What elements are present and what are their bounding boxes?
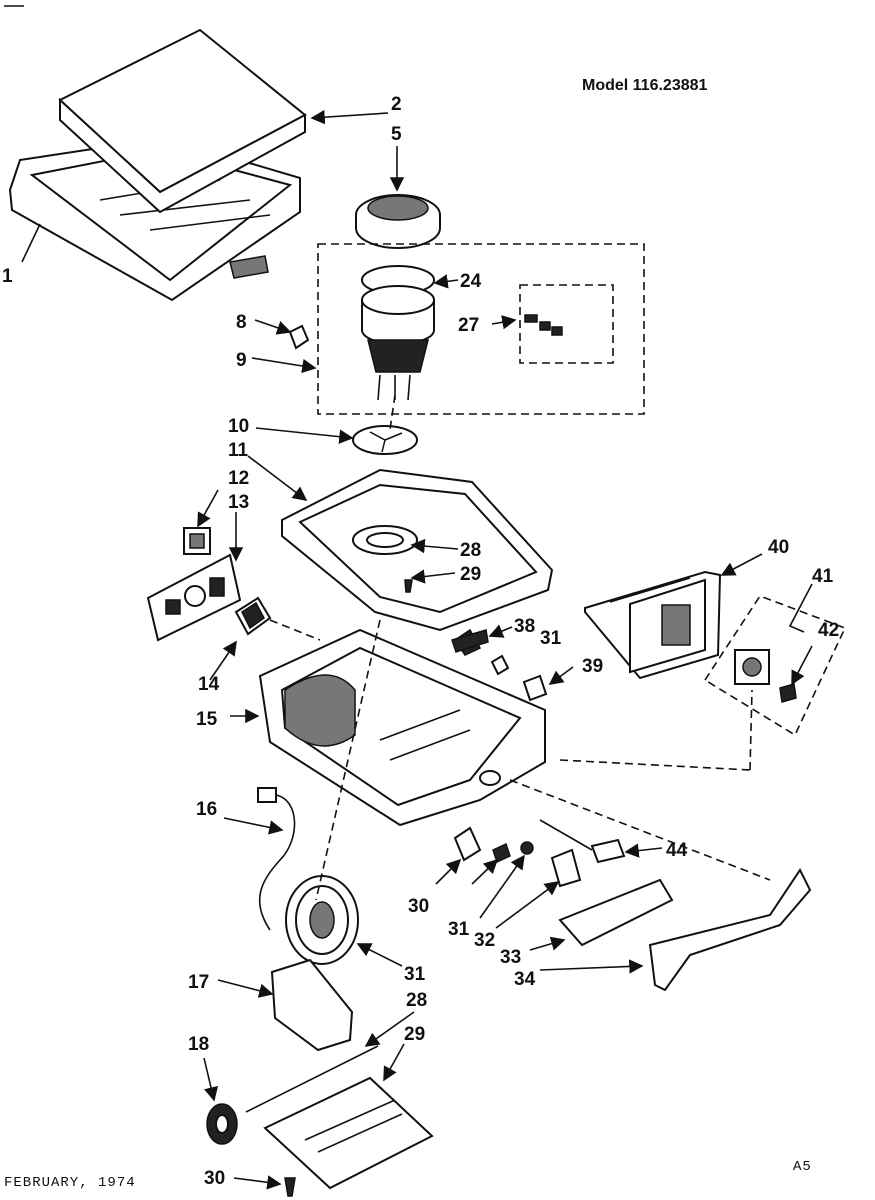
label-40: 41 — [812, 566, 834, 587]
cord-reel-part-27 — [285, 875, 359, 965]
label-16: 16 — [196, 799, 217, 820]
label-32: 32 — [474, 930, 495, 951]
label-24: 30 — [408, 896, 429, 917]
nut-part-31-lower — [520, 841, 534, 855]
clip-part-32 — [550, 848, 582, 888]
bracket-part-17 — [270, 958, 354, 1052]
label-1: 1 — [2, 266, 13, 287]
label-19: 24 — [460, 271, 482, 292]
label-42: 44 — [666, 840, 688, 861]
label-5: 5 — [391, 124, 402, 145]
page-code: A5 — [793, 1159, 812, 1175]
screw-part-30 — [284, 1177, 296, 1197]
label-15: 15 — [196, 709, 218, 730]
label-36: 38 — [514, 616, 535, 637]
model-number: Model 116.23881 — [582, 77, 708, 94]
switch-part-12 — [183, 527, 211, 555]
label-10: 10 — [228, 416, 249, 437]
leader-lines — [21, 109, 813, 1190]
label-30: 30 — [204, 1168, 225, 1189]
label-31-top: 31 — [540, 628, 562, 649]
label-8: 8 — [236, 312, 247, 333]
ring-part-22 — [352, 525, 418, 555]
motor-assembly-box — [317, 243, 645, 415]
spring-part-44 — [492, 842, 511, 864]
cord-part-16 — [257, 787, 296, 931]
brush-kit-box — [519, 284, 614, 364]
carbon-brushes-part-20 — [524, 314, 563, 336]
grommet-part-38 — [522, 674, 548, 702]
hood-lid-part-2 — [58, 28, 307, 214]
label-23: 29 — [460, 564, 481, 585]
pedal-part-33 — [558, 878, 674, 947]
screw-part-23 — [404, 579, 413, 593]
motor-part-9 — [361, 265, 435, 401]
base-plate-part-29 — [263, 1076, 434, 1190]
switch-part-42 — [539, 819, 626, 864]
label-34: 34 — [514, 969, 536, 990]
label-31-lower: 31 — [448, 919, 470, 940]
label-9: 9 — [236, 350, 247, 371]
label-33: 33 — [500, 947, 521, 968]
handle-bracket-part-34 — [648, 868, 812, 992]
shaft-part-28 — [245, 1045, 379, 1113]
label-22: 28 — [460, 540, 481, 561]
switch-plate-part-13 — [146, 553, 242, 642]
footer-date: FEBRUARY, 1974 — [4, 1175, 136, 1191]
label-13: 13 — [228, 492, 249, 513]
nut-part-8 — [288, 324, 310, 350]
bag-holder-part-39 — [584, 570, 722, 680]
label-11: 11 — [228, 440, 249, 461]
label-18: 18 — [188, 1034, 209, 1055]
label-12: 12 — [228, 468, 249, 489]
label-38: 39 — [582, 656, 603, 677]
label-28: 28 — [406, 990, 427, 1011]
label-17: 17 — [188, 972, 209, 993]
label-41: 42 — [818, 620, 839, 641]
gasket-part-11 — [281, 468, 554, 632]
label-29: 29 — [404, 1024, 425, 1045]
knob-part-24 — [453, 826, 482, 862]
nut-part-31-top — [490, 654, 510, 676]
label-39: 40 — [768, 537, 789, 558]
label-20: 27 — [458, 315, 479, 336]
label-2: 2 — [391, 94, 402, 115]
switch-arm-part-36 — [451, 629, 489, 653]
wheel-part-18 — [206, 1103, 238, 1145]
housing-part-15 — [258, 628, 546, 827]
clip-part-41 — [779, 683, 797, 703]
filter-part-5 — [355, 194, 441, 249]
plate-part-40 — [703, 595, 847, 737]
fan-part-10 — [352, 425, 418, 455]
label-27: 31 — [404, 964, 426, 985]
part-labels: 2 5 1 24 8 27 9 10 11 12 13 28 29 40 41 … — [2, 94, 839, 1189]
switch-cover-part-14 — [234, 596, 272, 636]
label-14: 14 — [198, 674, 220, 695]
